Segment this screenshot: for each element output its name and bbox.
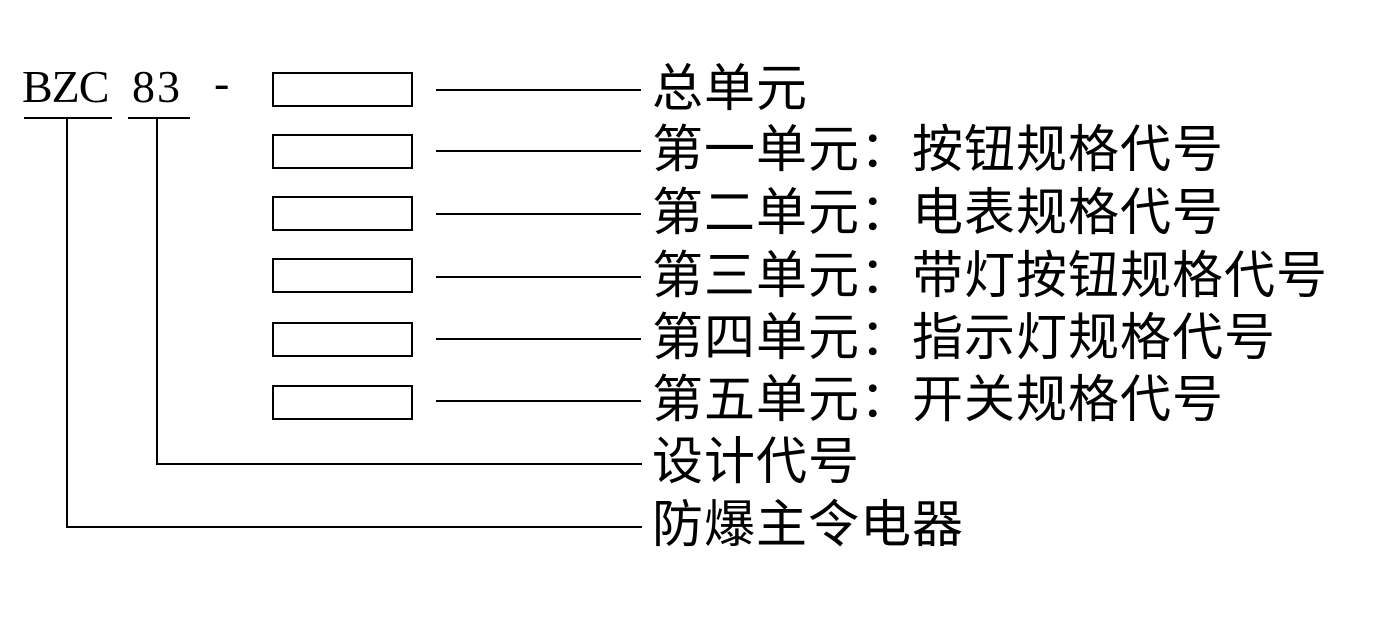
unit-label: 总单元 [652, 62, 809, 118]
unit-code-box [272, 72, 413, 107]
unit-label: 第四单元：指示灯规格代号 [652, 311, 1277, 367]
design-code-label: 设计代号 [652, 435, 861, 491]
design-number: 83 [132, 61, 182, 112]
unit-leader-line [436, 150, 641, 152]
prefix-leader-vertical [66, 118, 68, 528]
number-underline [128, 117, 190, 119]
unit-label: 第一单元：按钮规格代号 [652, 123, 1225, 179]
model-prefix: BZC [22, 61, 109, 112]
prefix-leader-horizontal [66, 526, 642, 528]
unit-code-box [272, 322, 413, 357]
unit-code-box [272, 134, 413, 169]
unit-label: 第三单元：带灯按钮规格代号 [652, 249, 1329, 305]
unit-code-box [272, 196, 413, 231]
unit-leader-line [436, 213, 641, 215]
unit-leader-line [436, 276, 641, 278]
unit-leader-line [436, 338, 641, 340]
number-leader-horizontal [156, 463, 642, 465]
number-leader-vertical [156, 118, 158, 465]
unit-code-box [272, 258, 413, 293]
unit-label: 第五单元：开关规格代号 [652, 373, 1225, 429]
unit-leader-line [436, 89, 641, 91]
product-name-label: 防爆主令电器 [652, 498, 965, 554]
unit-label: 第二单元：电表规格代号 [652, 186, 1225, 242]
unit-leader-line [436, 400, 641, 402]
prefix-underline [24, 117, 112, 119]
unit-code-box [272, 385, 413, 420]
separator-dash: - [214, 57, 229, 108]
